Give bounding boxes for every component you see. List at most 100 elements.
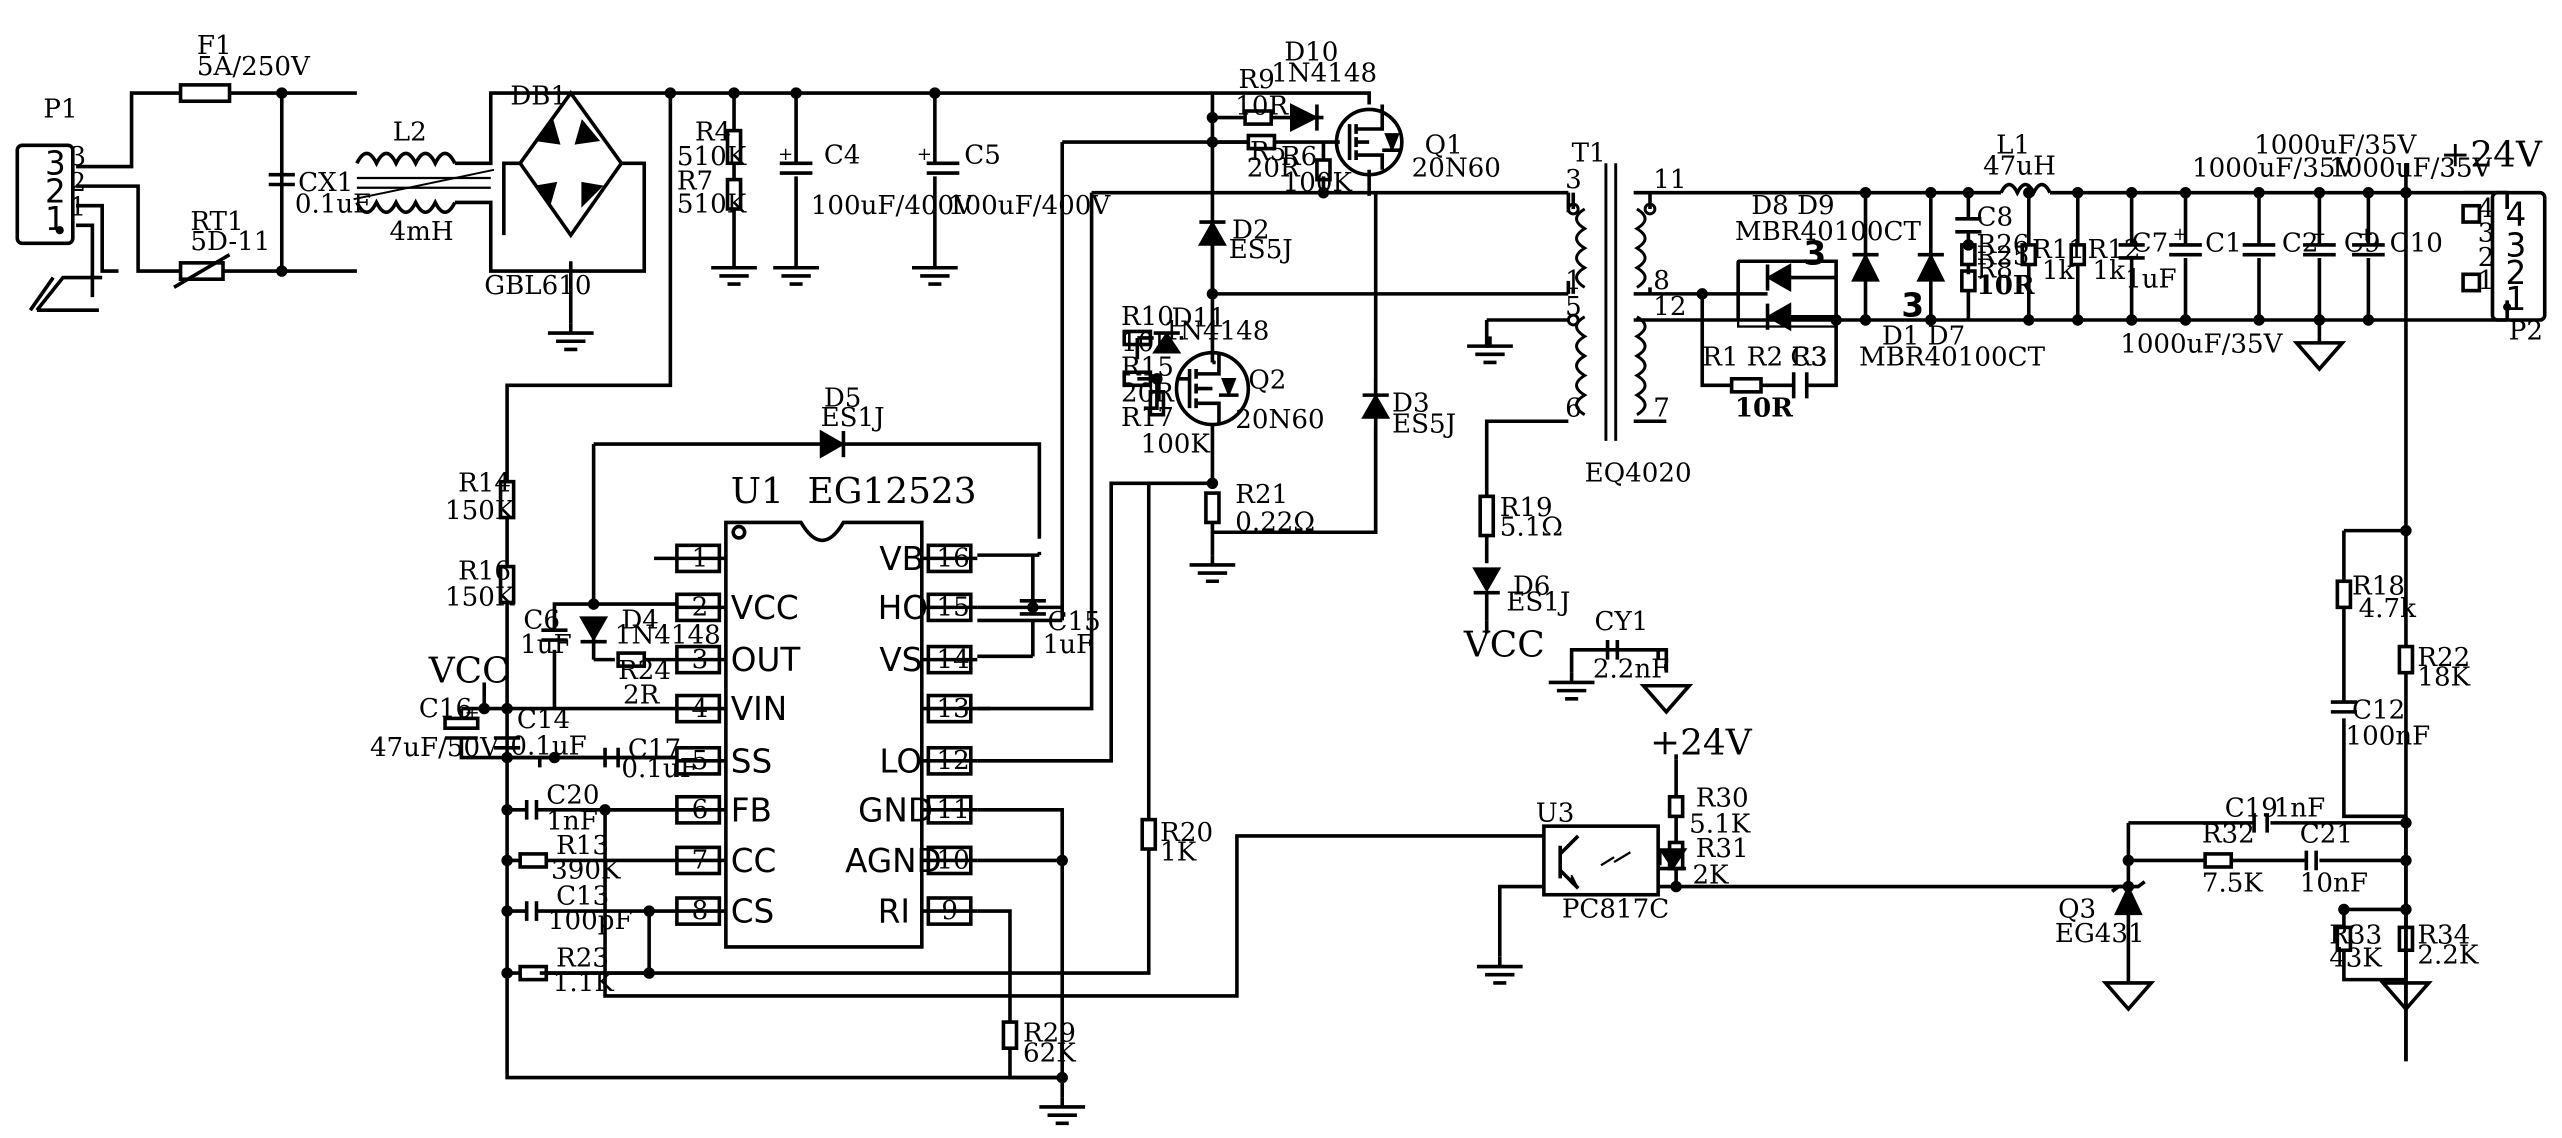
r8-ref: R8 — [1977, 255, 2013, 285]
p2-pin4-out: 4 — [2478, 194, 2495, 224]
r29-value: 62K — [1023, 1038, 1076, 1068]
ic-pin-num-l5: 5 — [692, 746, 709, 776]
r9-ref: R9 — [1239, 65, 1275, 95]
l1-value: 47uH — [1983, 152, 2056, 182]
svg-text:+: + — [917, 144, 932, 165]
t1-pin8: 8 — [1653, 266, 1670, 296]
cap-1000-label-a: 1000uF/35V — [2254, 130, 2417, 160]
r25-ref: R25 — [1977, 241, 2030, 271]
c14-ref: C14 — [517, 705, 570, 735]
u3-value: PC817C — [1562, 895, 1669, 925]
d6-ref: D6 — [1513, 571, 1551, 601]
vcc-d6-label: VCC — [1463, 624, 1545, 665]
d2-value: ES5J — [1229, 235, 1293, 265]
q1-value: 20N60 — [1412, 153, 1501, 183]
c6-ref: C6 — [523, 606, 560, 636]
ic-pin-name-l5: SS — [731, 742, 772, 780]
r12-ref: R12 — [2088, 235, 2141, 265]
t1-pin1: 1 — [1565, 266, 1582, 296]
q1-ref: Q1 — [1425, 130, 1463, 160]
r10-value: 10K — [1121, 328, 1174, 358]
r10-ref: R10 — [1121, 302, 1174, 332]
p2-pin4: 4 — [2506, 195, 2527, 233]
r18-value: 4.7k — [2359, 594, 2417, 624]
p2-pin1: 1 — [2506, 280, 2527, 318]
r23-ref: R23 — [556, 944, 609, 974]
d5-value: ES1J — [821, 403, 885, 433]
ic-pin-name-l3: OUT — [731, 641, 802, 679]
c13-value: 100pF — [548, 906, 633, 936]
ic-pin-num-r15: 15 — [936, 593, 969, 623]
ic-part: EG12523 — [808, 471, 977, 512]
ic-pin-name-l8: CS — [731, 892, 775, 930]
ic-pin-name-l6: FB — [731, 791, 772, 829]
cap-1000-label-d: 1000uF/35V — [2120, 330, 2283, 360]
diode-pin3-label-b: 3 — [1901, 287, 1924, 325]
r19-ref: R19 — [1500, 493, 1553, 523]
ic-pin-name-r14: VS — [879, 641, 922, 679]
d3-value: ES5J — [1392, 410, 1456, 440]
r29-ref: R29 — [1023, 1019, 1076, 1049]
c16-value: 47uF/50V — [370, 733, 500, 763]
r18-ref: R18 — [2352, 571, 2405, 601]
r34-value: 2.2K — [2417, 940, 2479, 970]
t1-pin5: 5 — [1565, 292, 1582, 322]
ic-pin-num-l3: 3 — [692, 645, 709, 675]
q2-value: 20N60 — [1235, 405, 1324, 435]
d8d9-value: MBR40100CT — [1735, 217, 1922, 247]
r7-value: 510K — [677, 189, 747, 219]
p1-pin1: 1 — [45, 200, 66, 238]
c3-ref: C3 — [1790, 343, 1827, 373]
r33-value: 43K — [2329, 944, 2382, 974]
r5-ref: R5 — [1250, 137, 1286, 167]
cap-1000-label-c: 1000uF/35V — [2329, 153, 2492, 183]
r34-ref: R34 — [2417, 921, 2470, 951]
ic-pin-name-l7: CC — [731, 842, 777, 880]
svg-text:+: + — [2359, 224, 2374, 245]
r24-value: 2R — [623, 681, 661, 711]
p1-pin3: 3 — [45, 145, 66, 183]
vcc-left-label: VCC — [428, 650, 510, 691]
c12-ref: C12 — [2352, 695, 2405, 725]
u3-ref: U3 — [1536, 798, 1575, 828]
v24-opto-label: +24V — [1650, 722, 1753, 763]
d2-ref: D2 — [1232, 215, 1270, 245]
c1-ref: C1 — [2205, 228, 2242, 258]
r4-value: 510K — [677, 142, 747, 172]
ic-pin-num-r13: 13 — [936, 694, 969, 724]
r15-ref: R15 — [1121, 353, 1174, 383]
c12-value: 100nF — [2346, 722, 2431, 752]
c16-ref: C16 — [419, 694, 472, 724]
v24-top-label: +24V — [2440, 135, 2543, 176]
r1r2r3-value: 10R — [1735, 392, 1793, 423]
r32-ref: R32 — [2202, 819, 2255, 849]
ic-pin-name-r10: AGND — [845, 842, 942, 880]
ic-pin-num-l8: 8 — [692, 896, 709, 926]
d10-value: 1N4148 — [1271, 59, 1377, 89]
db1-value: GBL610 — [484, 271, 591, 301]
ic-pin-name-r16: VB — [879, 540, 924, 578]
c5-ref: C5 — [964, 140, 1001, 170]
c6-value: 1uF — [520, 630, 572, 660]
p2-pin1-out: 1 — [2478, 266, 2495, 296]
c2-ref: C2 — [2282, 228, 2319, 258]
r16-value: 150K — [445, 583, 515, 613]
r14-value: 150K — [445, 496, 515, 526]
r24-ref: R24 — [618, 656, 671, 686]
junction-dots — [276, 87, 2412, 1084]
p2-ref: P2 — [2509, 317, 2543, 347]
r22-value: 18K — [2417, 663, 2470, 693]
d8d9-ref: D8 D9 — [1751, 191, 1834, 221]
d10-ref: D10 — [1284, 37, 1338, 67]
c13-ref: C13 — [556, 882, 609, 912]
r20-ref: R20 — [1160, 818, 1213, 848]
diode-pin3-label-a: 3 — [1803, 234, 1826, 272]
r23-value: 1.1K — [553, 968, 615, 998]
f1-ref: F1 — [197, 31, 232, 61]
t1-value: EQ4020 — [1585, 459, 1692, 489]
ic-pin-num-r16: 16 — [936, 544, 969, 574]
t1-pin12: 12 — [1653, 292, 1686, 322]
r8-value: 10R — [1977, 270, 2035, 301]
ic-pin-num-r12: 12 — [936, 746, 969, 776]
